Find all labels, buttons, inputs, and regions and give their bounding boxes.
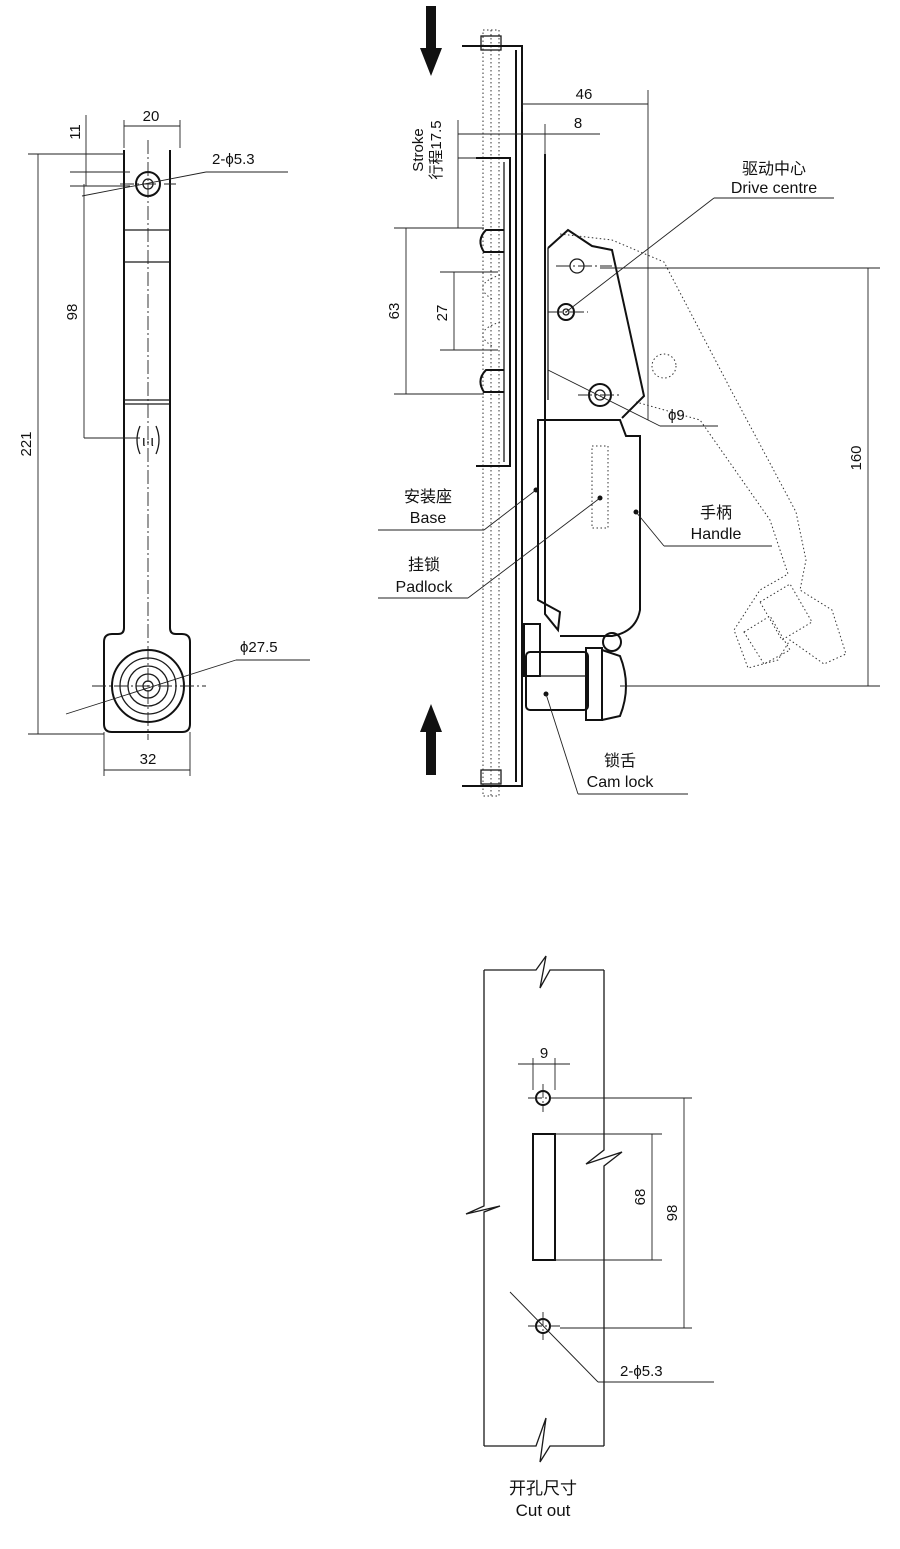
- padlock-slot: [591, 445, 609, 529]
- leader-line: [509, 1291, 599, 1383]
- leader-line: [635, 511, 665, 547]
- drive-centre-core: [562, 308, 570, 316]
- leader-line: [547, 369, 661, 427]
- arrow-up-icon: [420, 704, 442, 775]
- handle-open-pivot-dotted: [651, 353, 677, 379]
- dim-hole-offset: 11: [67, 124, 84, 140]
- front-cylinder-dia: ϕ27.5: [240, 639, 278, 656]
- drive-centre-label-zh: 驱动中心: [742, 160, 806, 178]
- handle-upper-solid: [547, 228, 646, 419]
- rod-fastener-top: [480, 35, 502, 51]
- cam-lock-knob: [602, 632, 622, 652]
- cam-lock-body: [525, 651, 589, 711]
- dim-27: 27: [434, 305, 451, 322]
- rack-tooth-lower: [479, 369, 504, 393]
- cam-lock-collar: [585, 647, 603, 721]
- front-slot-marks: [136, 425, 160, 455]
- leader-line: [467, 497, 601, 599]
- handle-label-en: Handle: [691, 526, 742, 543]
- camlock-label-en: Cam lock: [587, 774, 655, 791]
- padlock-label-zh: 挂锁: [408, 556, 440, 574]
- lock-housing: [537, 154, 641, 637]
- panel-right-edge: [585, 970, 623, 1446]
- dim-68: 68: [632, 1189, 649, 1206]
- front-hole-label: 2-ϕ5.3: [212, 151, 255, 168]
- arrow-down-icon: [420, 6, 442, 76]
- cam-lock-tongue: [523, 623, 541, 677]
- base-label-en: Base: [410, 510, 447, 527]
- stroke-label-en: Stroke: [410, 128, 427, 171]
- operating-rod-dotted: [482, 29, 500, 797]
- cutout-title-zh: 开孔尺寸: [509, 1479, 577, 1498]
- cutout-slot: [532, 1133, 556, 1261]
- base-label-zh: 安装座: [404, 488, 452, 506]
- rod-fastener-bottom: [480, 769, 502, 785]
- dim-46: 46: [576, 86, 593, 103]
- leader-line: [565, 197, 715, 313]
- panel-bottom-break: [484, 1417, 604, 1463]
- rack-tooth-upper: [479, 229, 504, 253]
- cam-lock-cylinder: [601, 649, 627, 721]
- panel-top-break: [484, 955, 604, 989]
- side-view: 46 8 Stroke 行程17.5 63 27 160 驱动中心 Drive …: [378, 6, 880, 797]
- leader-line: [483, 489, 537, 531]
- handle-label-zh: 手柄: [700, 504, 732, 522]
- front-slot-glyph: ι·ι: [142, 433, 154, 450]
- base-plate: [462, 45, 523, 787]
- cutout-hole-label: 2-ϕ5.3: [620, 1363, 663, 1380]
- cutout-title-en: Cut out: [516, 1501, 571, 1520]
- rack-dotted-detail: [482, 274, 501, 347]
- front-view: ι·ι 20 11 2-ϕ5.3 98 221: [18, 108, 310, 776]
- dim-160: 160: [848, 445, 865, 470]
- leader-line: [545, 693, 579, 795]
- padlock-label-en: Padlock: [396, 579, 454, 596]
- dim-8: 8: [574, 115, 582, 132]
- dim-total-height: 221: [18, 431, 35, 456]
- dim-98-cutout: 98: [664, 1205, 681, 1222]
- leader-line: [81, 171, 207, 197]
- drive-centre-label-en: Drive centre: [731, 180, 817, 197]
- front-body-outline: [103, 150, 191, 733]
- handle-open-position-dotted: [559, 233, 847, 669]
- panel-left-edge: [465, 970, 501, 1446]
- stroke-label-zh: 行程17.5: [428, 120, 445, 179]
- dim-63: 63: [386, 303, 403, 320]
- handle-open-grip-dotted: [743, 583, 813, 665]
- cutout-view: 9 68 98 2-ϕ5.3 开孔尺寸 Cut out: [465, 955, 714, 1520]
- leader-line: [65, 659, 237, 715]
- dim-hole-spacing: 98: [64, 304, 81, 321]
- camlock-label-zh: 锁舌: [604, 752, 636, 770]
- dim-width-top: 20: [143, 108, 160, 125]
- guide-bracket: [476, 157, 511, 467]
- dim-width-bottom: 32: [140, 751, 157, 768]
- pivot-dia-label: ϕ9: [668, 407, 685, 424]
- dim-9: 9: [540, 1045, 548, 1062]
